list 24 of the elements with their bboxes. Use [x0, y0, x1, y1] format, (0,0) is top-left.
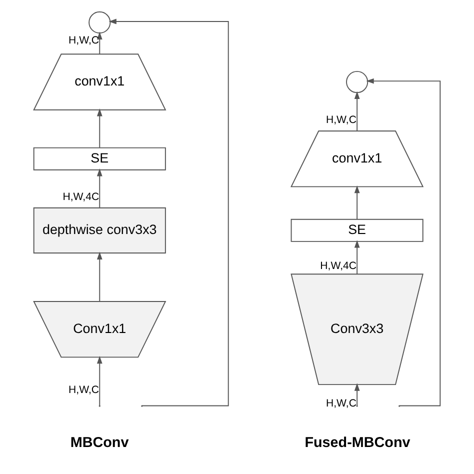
arrow: [354, 185, 360, 220]
node-circle: [346, 70, 368, 94]
arrow: [354, 383, 360, 406]
node-circle: [88, 11, 111, 34]
arrow: [354, 240, 360, 275]
edge-label: H,W,4C: [320, 260, 357, 272]
edge-label: H,W,C: [326, 114, 356, 126]
arrow: [354, 91, 360, 132]
arrow: [96, 108, 102, 148]
node-box: SE: [33, 147, 166, 170]
edge-label: H,W,4C: [62, 191, 100, 204]
node-box: SE: [290, 218, 424, 242]
edge-label: H,W,C: [326, 397, 356, 410]
arrow: [96, 252, 102, 302]
label: Fused-MBConv: [304, 435, 410, 452]
arrow: [96, 32, 102, 54]
label: MBConv: [70, 435, 129, 452]
arrow: [108, 18, 229, 406]
node-box: depthwise conv3x3: [33, 207, 166, 254]
edge-label: H,W,C: [68, 34, 100, 46]
edge-label: H,W,C: [68, 384, 100, 396]
arrow: [96, 168, 102, 208]
arrow: [96, 356, 102, 406]
arrow: [366, 78, 441, 406]
